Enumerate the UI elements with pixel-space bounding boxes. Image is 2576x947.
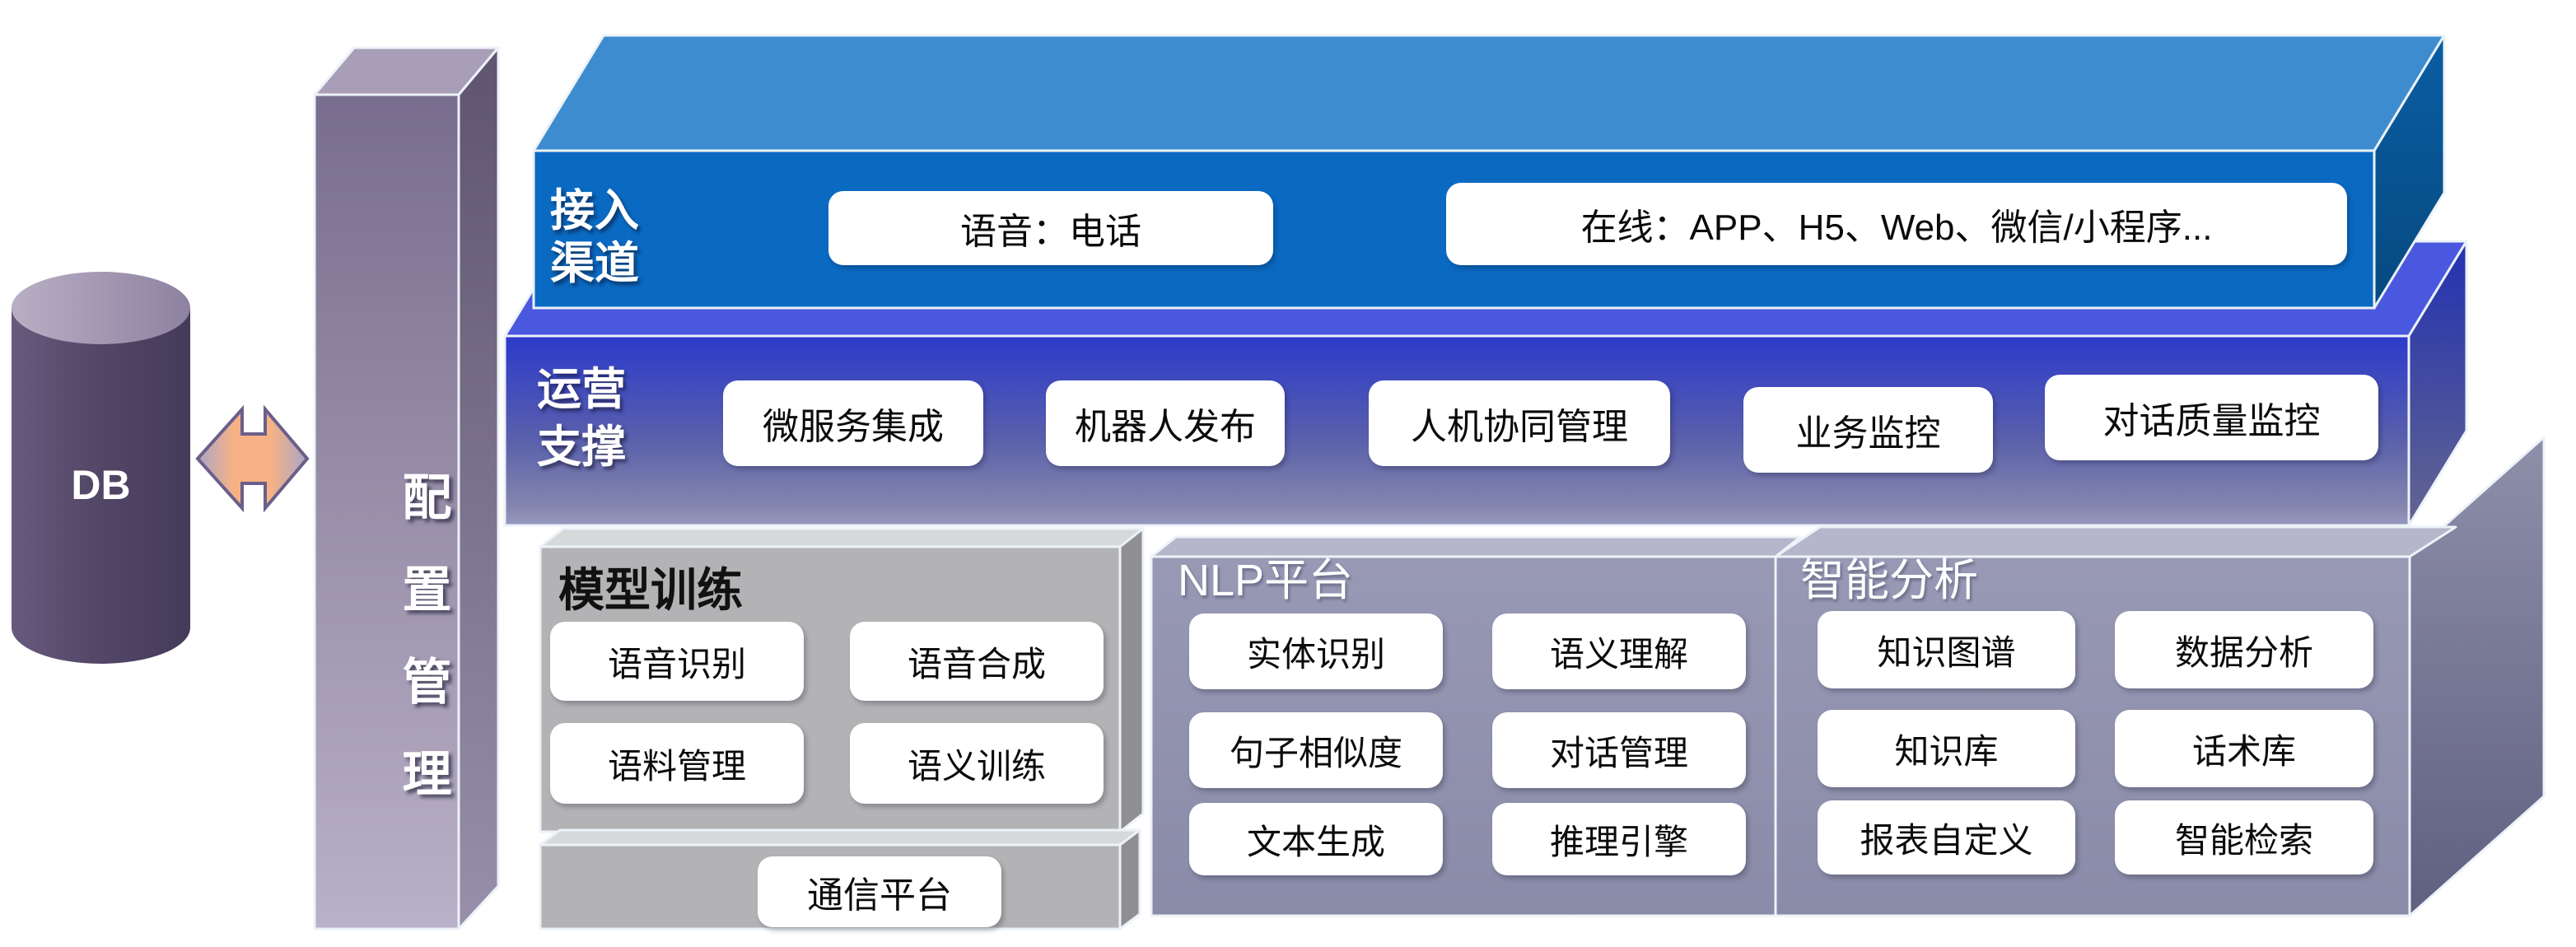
analysis-box-smart-search: 智能检索 <box>2115 800 2373 875</box>
ops-box-bot-publish: 机器人发布 <box>1046 380 1285 466</box>
access-layer-label-line1: 接入 <box>550 186 639 236</box>
access-layer-slab <box>532 34 2446 310</box>
ops-box-microservice: 微服务集成 <box>723 380 983 466</box>
model-box-tts: 语音合成 <box>850 622 1104 701</box>
access-layer-label: 接入 渠道 <box>550 184 674 290</box>
config-bar-label: 配置管理 <box>395 471 450 840</box>
nlp-box-semantic: 语义理解 <box>1492 613 1746 689</box>
ops-layer-label-line2: 支撑 <box>537 422 626 472</box>
model-box-asr: 语音识别 <box>550 622 804 701</box>
ops-box-dialog-quality: 对话质量监控 <box>2045 375 2378 460</box>
config-bar-slab <box>313 46 500 931</box>
analysis-box-script-lib: 话术库 <box>2115 710 2373 787</box>
nlp-box-entity: 实体识别 <box>1189 613 1443 689</box>
comm-platform-box: 通信平台 <box>758 856 1001 927</box>
analysis-box-knowledge-base: 知识库 <box>1818 710 2075 787</box>
access-layer-label-line2: 渠道 <box>550 239 639 288</box>
ops-layer-label-line1: 运营 <box>537 365 626 414</box>
nlp-box-text-gen: 文本生成 <box>1189 803 1443 875</box>
ops-box-biz-monitor: 业务监控 <box>1743 387 1993 473</box>
comm-bar-side-face <box>1118 828 1141 931</box>
model-panel-title: 模型训练 <box>558 564 743 616</box>
comm-bar-top-face <box>539 828 1141 847</box>
ops-box-human-machine: 人机协同管理 <box>1369 380 1670 466</box>
access-layer-top-face <box>532 34 2446 152</box>
db-cylinder <box>12 272 190 664</box>
access-box-online: 在线：APP、H5、Web、微信/小程序... <box>1446 183 2347 265</box>
ops-layer-label: 运营 支撑 <box>537 361 660 476</box>
config-bar-front-face <box>313 93 460 931</box>
db-config-sync-arrow-icon <box>195 404 310 513</box>
nlp-box-dialog-mgmt: 对话管理 <box>1492 712 1746 788</box>
db-cylinder-top <box>12 272 190 344</box>
analysis-panel-title: 智能分析 <box>1800 556 1978 605</box>
analysis-box-custom-report: 报表自定义 <box>1818 800 2075 875</box>
nlp-box-similarity: 句子相似度 <box>1189 712 1443 788</box>
db-label: DB <box>71 462 131 508</box>
nlp-panel-title: NLP平台 <box>1178 556 1354 605</box>
analysis-panel-side-face <box>2408 436 2546 917</box>
db-cylinder-body <box>12 308 190 664</box>
model-box-semantic-train: 语义训练 <box>850 723 1104 804</box>
model-box-corpus: 语料管理 <box>550 723 804 804</box>
access-box-voice: 语音：电话 <box>828 191 1273 265</box>
nlp-box-inference: 推理引擎 <box>1492 803 1746 875</box>
model-panel-side-face <box>1118 527 1145 833</box>
model-panel-top-face <box>539 527 1145 548</box>
analysis-box-knowledge-graph: 知识图谱 <box>1818 611 2075 688</box>
analysis-box-data-analysis: 数据分析 <box>2115 611 2373 688</box>
config-bar-side-face <box>457 46 500 931</box>
